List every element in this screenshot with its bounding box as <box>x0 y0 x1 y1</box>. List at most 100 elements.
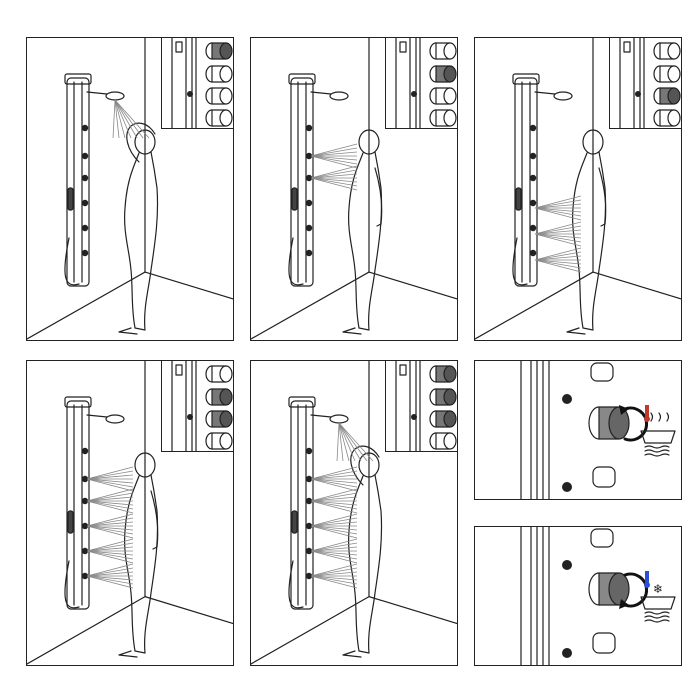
raised-arm <box>126 122 156 163</box>
inset-column <box>171 361 187 451</box>
spray-line <box>86 470 134 480</box>
inset-nozzle <box>411 414 417 420</box>
spray-line <box>310 546 358 552</box>
spray-line <box>86 538 134 552</box>
spray-line <box>86 550 134 556</box>
knob-2 <box>653 65 681 83</box>
spray-line <box>86 500 134 510</box>
shower-illustration-1 <box>27 38 233 340</box>
head-spray-line <box>336 422 340 462</box>
shower-column <box>512 73 573 287</box>
spray-line <box>86 571 134 577</box>
knob-detail <box>171 361 233 451</box>
control-inset <box>385 38 457 129</box>
spray-line <box>310 513 358 527</box>
spray-line <box>310 478 358 492</box>
spray-line <box>534 259 582 265</box>
spray-line <box>310 177 358 187</box>
floor-edge-left <box>27 271 146 340</box>
knob-3 <box>429 87 457 105</box>
spray-line <box>86 546 134 552</box>
knob-1 <box>205 365 233 383</box>
column-body <box>66 400 90 610</box>
spray-line <box>86 496 134 502</box>
spray-line <box>86 492 134 502</box>
body-outline <box>124 151 159 331</box>
spray-line <box>534 247 582 261</box>
jet-nozzle <box>81 124 89 132</box>
spray-line <box>310 521 358 527</box>
upper-knob <box>590 528 614 548</box>
spray-lines <box>534 195 582 273</box>
jet-nozzle <box>305 249 313 257</box>
rotation-arrow <box>623 406 648 442</box>
jet-nozzle <box>81 199 89 207</box>
column-edge <box>520 527 532 665</box>
spray-lines <box>112 99 150 139</box>
spray-line <box>86 474 134 480</box>
spray-line <box>534 251 582 261</box>
control-inset <box>609 38 681 129</box>
spray-line <box>310 525 358 539</box>
jet-nozzle <box>305 152 313 160</box>
floor-edge-left <box>475 271 594 340</box>
nozzle <box>562 482 572 492</box>
knob-cap <box>443 65 457 83</box>
snowflake: ❄ <box>653 582 663 596</box>
column-body <box>66 77 90 287</box>
head-spray-line <box>338 422 368 462</box>
foot <box>342 650 362 658</box>
thermometer-bulb <box>644 582 650 588</box>
knob-4 <box>653 109 681 127</box>
knob-cap <box>667 42 681 60</box>
spray-line <box>534 233 582 239</box>
control-inset <box>385 361 457 452</box>
room-corner <box>251 38 457 340</box>
head-spray-line <box>338 422 374 462</box>
inset-clip <box>623 41 631 53</box>
thermometer <box>645 405 649 419</box>
spray-line <box>86 525 134 531</box>
spray-line <box>310 550 358 556</box>
knob-4 <box>429 432 457 450</box>
jet-nozzle <box>305 572 313 580</box>
rotation-arrowhead <box>619 599 629 609</box>
hose <box>64 237 80 286</box>
nozzle <box>562 394 572 404</box>
spray-line <box>86 525 134 539</box>
head <box>134 452 156 478</box>
shower-head <box>553 91 573 101</box>
spray-line <box>310 496 358 502</box>
thermometer-bulb <box>644 416 650 422</box>
hose <box>288 560 304 609</box>
person-figure <box>342 445 383 658</box>
knob-cap <box>219 42 233 60</box>
spray-line <box>86 500 134 514</box>
knob-cap <box>219 65 233 83</box>
rotation-arrowhead <box>619 405 629 415</box>
spray-line <box>86 550 134 560</box>
person-figure <box>566 129 607 335</box>
jet-nozzle <box>529 152 537 160</box>
knob-4 <box>205 109 233 127</box>
panel-overhead-shower <box>26 37 234 341</box>
spray-line <box>310 538 358 552</box>
knob-cap <box>443 432 457 450</box>
shower-head <box>329 414 349 424</box>
spray-line <box>86 478 134 484</box>
spray-line <box>310 563 358 577</box>
spray-line <box>310 492 358 502</box>
column-top-cap <box>288 73 316 85</box>
floor-edge-right <box>592 271 681 300</box>
cold-water-icon: ❄ <box>640 582 676 623</box>
thermostat-cold-illustration: ❄ <box>520 527 676 665</box>
spray-line <box>310 575 358 589</box>
jet-nozzle <box>305 199 313 207</box>
floor-edge-right <box>144 271 233 300</box>
spray-line <box>86 513 134 527</box>
inset-nozzle <box>187 91 193 97</box>
knob-cap <box>443 410 457 428</box>
hose <box>64 560 80 609</box>
jet-nozzle <box>81 249 89 257</box>
spray-line <box>86 517 134 527</box>
